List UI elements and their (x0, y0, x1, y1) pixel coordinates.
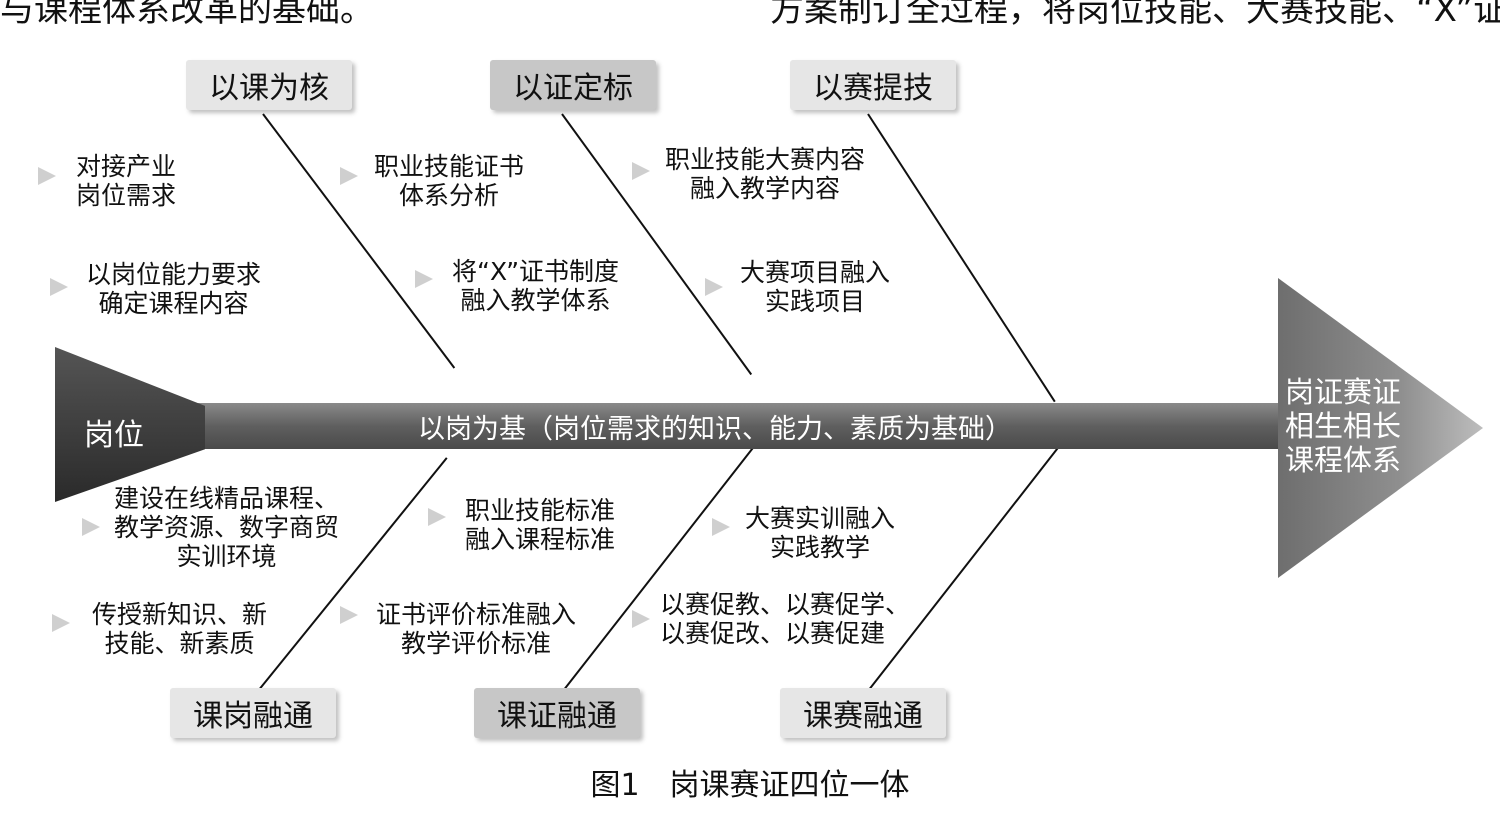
bullet-arrow-icon (340, 606, 358, 624)
head-label-line: 相生相长 (1285, 409, 1402, 443)
bullet-arrow-icon (38, 167, 56, 185)
category-box-course-post: 课岗融通 (170, 688, 336, 738)
category-box-course-cert: 课证融通 (474, 688, 640, 738)
bullet-arrow-icon (632, 610, 650, 628)
bottom-item: 建设在线精品课程、教学资源、数字商贸实训环境 (114, 484, 340, 571)
top-text-left: 与课程体系改革的基础。 (0, 0, 374, 30)
bottom-item: 以赛促教、以赛促学、以赛促改、以赛促建 (660, 590, 911, 648)
top-item: 大赛项目融入实践项目 (740, 258, 891, 316)
bullet-arrow-icon (428, 508, 446, 526)
spine-label: 以岗为基（岗位需求的知识、能力、素质为基础） (418, 413, 1012, 445)
bullet-arrow-icon (415, 270, 433, 288)
head-label-line: 岗证赛证 (1285, 375, 1402, 409)
top-text-right: 方案制订全过程，将岗位技能、大赛技能、“X”证书 (770, 0, 1500, 30)
bottom-item: 证书评价标准融入教学评价标准 (376, 600, 577, 658)
figure-caption: 图1 岗课赛证四位一体 (590, 768, 910, 803)
bullet-arrow-icon (50, 278, 68, 296)
top-item: 以岗位能力要求确定课程内容 (86, 260, 262, 318)
top-item: 职业技能证书体系分析 (374, 152, 525, 210)
top-item: 将“X”证书制度融入教学体系 (452, 257, 620, 315)
category-box-course-core: 以课为核 (186, 60, 352, 110)
tail-label: 岗位 (84, 418, 144, 453)
top-item: 职业技能大赛内容融入教学内容 (665, 145, 866, 203)
bottom-item: 大赛实训融入实践教学 (745, 504, 896, 562)
category-box-cert-standard: 以证定标 (490, 60, 656, 110)
bottom-item: 传授新知识、新技能、新素质 (92, 600, 268, 658)
bullet-arrow-icon (705, 278, 723, 296)
head-label-line: 课程体系 (1285, 443, 1402, 477)
top-item: 对接产业岗位需求 (76, 152, 177, 210)
bullet-arrow-icon (52, 614, 70, 632)
bullet-arrow-icon (712, 518, 730, 536)
head-label: 岗证赛证 相生相长 课程体系 (1285, 375, 1401, 477)
bullet-arrow-icon (632, 162, 650, 180)
bone-bottom-3 (867, 447, 1059, 692)
bone-top-3 (867, 113, 1056, 403)
category-box-contest-skill: 以赛提技 (790, 60, 956, 110)
bottom-item: 职业技能标准融入课程标准 (465, 496, 616, 554)
bone-bottom-2 (562, 443, 757, 692)
bullet-arrow-icon (340, 167, 358, 185)
bullet-arrow-icon (82, 518, 100, 536)
category-box-course-contest: 课赛融通 (780, 688, 946, 738)
spine-bar (195, 403, 1280, 449)
